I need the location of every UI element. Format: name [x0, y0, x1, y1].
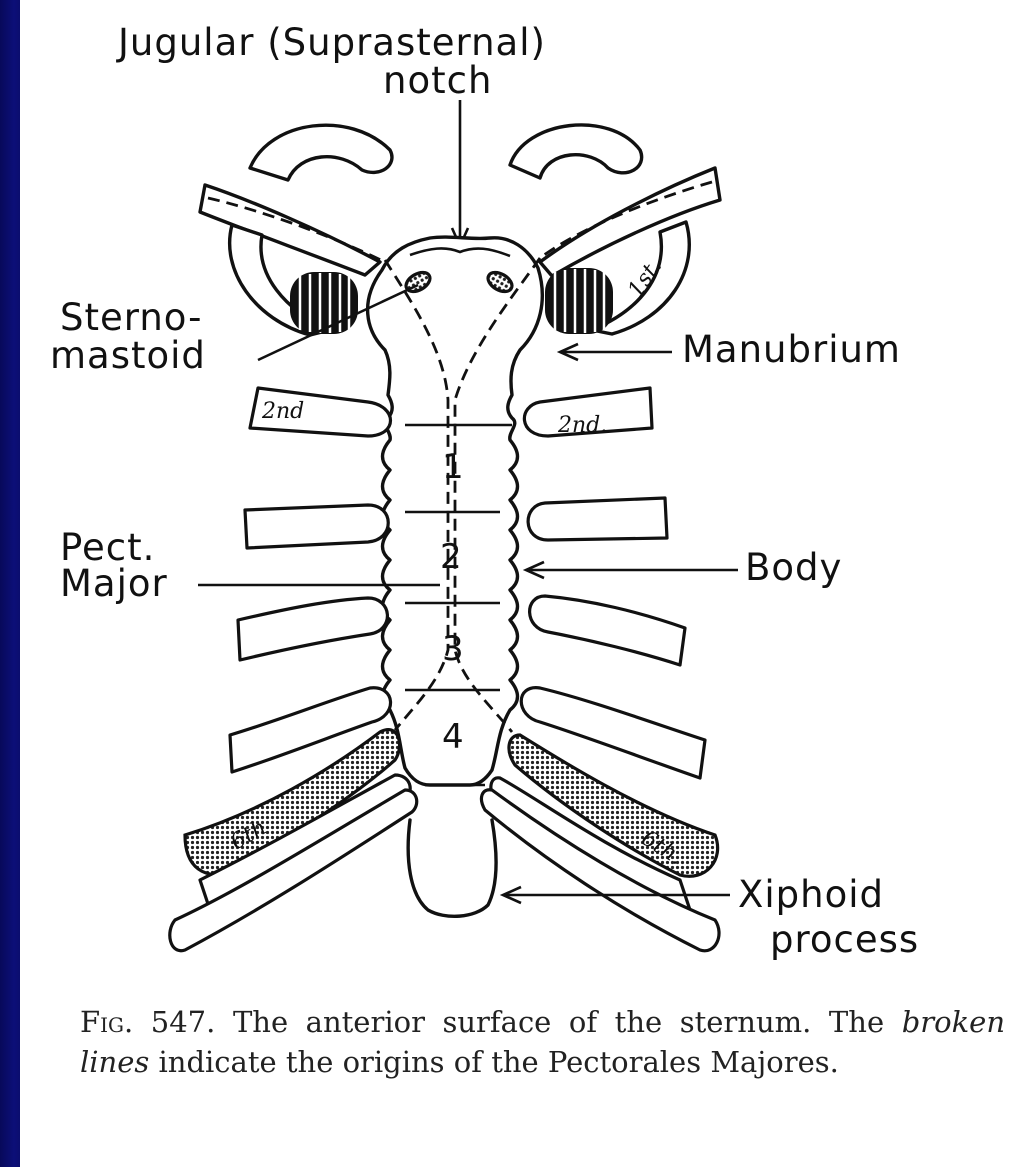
- segment-number-4: 4: [442, 717, 464, 757]
- left-first-cartilage: [290, 272, 358, 334]
- sternum-figure: Jugular (Suprasternal) notch 1st.: [20, 0, 1025, 1167]
- right-third-rib: [528, 498, 667, 540]
- segment-number-1: 1: [442, 447, 464, 487]
- caption-text-2: indicate the origins of the Pectorales M…: [159, 1045, 839, 1079]
- second-rib-label-left: 2nd: [261, 399, 304, 424]
- xiphoid-label: Xiphoid: [738, 873, 884, 916]
- manubrium-label: Manubrium: [682, 328, 901, 371]
- sternum-diagram: Jugular (Suprasternal) notch 1st.: [20, 0, 1025, 990]
- right-first-cartilage: [545, 268, 613, 334]
- figure-caption: Fig. 547. The anterior surface of the st…: [80, 1002, 1005, 1082]
- body-label: Body: [745, 546, 842, 589]
- pect-major-label-2: Major: [60, 562, 168, 605]
- sternomastoid-label-2: mastoid: [50, 334, 206, 377]
- caption-figure-number: Fig. 547.: [80, 1005, 215, 1039]
- right-fourth-rib: [530, 596, 685, 665]
- segment-number-3: 3: [442, 629, 464, 669]
- right-clavicle-hook: [510, 125, 642, 178]
- left-third-rib: [245, 505, 388, 548]
- caption-text-1: The anterior surface of the sternum. The: [233, 1005, 884, 1039]
- segment-number-2: 2: [440, 537, 462, 577]
- xiphoid-label-2: process: [770, 918, 919, 961]
- jugular-notch-label-2: notch: [383, 59, 492, 102]
- left-clavicle: [200, 185, 380, 275]
- left-fourth-rib: [238, 598, 387, 660]
- sternomastoid-label: Sterno-: [60, 296, 202, 339]
- jugular-notch-label: Jugular (Suprasternal): [116, 21, 546, 64]
- xiphoid-process: [408, 820, 496, 916]
- right-clavicle: [540, 168, 720, 276]
- left-clavicle-hook: [250, 125, 392, 180]
- second-rib-label-right: 2nd.: [557, 413, 607, 438]
